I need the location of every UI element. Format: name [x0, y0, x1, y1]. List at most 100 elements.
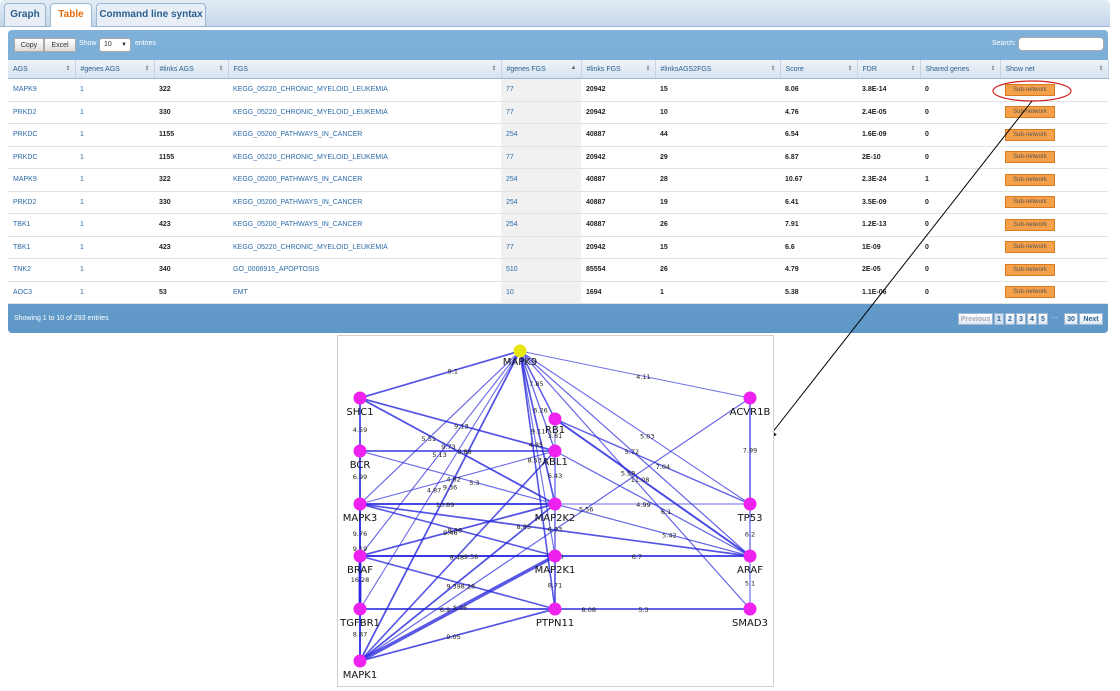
network-node[interactable] — [548, 497, 562, 511]
table-cell[interactable]: 1 — [75, 258, 154, 282]
column-header[interactable]: #links FGS⇕ — [581, 60, 656, 79]
sub-network-button[interactable]: Sub-network — [1005, 218, 1055, 231]
table-cell[interactable]: KEGG_05200_PATHWAYS_IN_CANCER — [228, 123, 501, 147]
network-edge[interactable] — [359, 350, 521, 557]
table-cell[interactable]: 1 — [75, 123, 154, 147]
sub-network-button[interactable]: Sub-network — [1005, 241, 1055, 254]
network-node[interactable] — [743, 391, 757, 405]
table-cell[interactable]: 77 — [501, 101, 581, 124]
table-cell[interactable]: KEGG_05200_PATHWAYS_IN_CANCER — [228, 191, 501, 214]
table-cell[interactable]: 1 — [75, 78, 154, 102]
tab-table[interactable]: Table — [50, 3, 92, 27]
network-node[interactable] — [353, 497, 367, 511]
page-1-button[interactable]: 1 — [994, 313, 1004, 325]
table-cell[interactable]: AOC3 — [8, 281, 75, 304]
network-edge[interactable] — [359, 350, 521, 610]
sub-network-button[interactable]: Sub-network — [1005, 151, 1055, 164]
table-cell[interactable]: 1 — [75, 101, 154, 124]
network-node[interactable] — [743, 602, 757, 616]
table-cell[interactable]: 254 — [501, 123, 581, 147]
table-cell[interactable]: TBK1 — [8, 236, 75, 259]
network-edge[interactable] — [359, 397, 556, 452]
network-edge[interactable] — [519, 350, 556, 452]
network-edge[interactable] — [519, 350, 556, 610]
table-cell[interactable]: TBK1 — [8, 213, 75, 237]
table-cell[interactable]: KEGG_05220_CHRONIC_MYELOID_LEUKEMIA — [228, 146, 501, 169]
table-cell[interactable]: GO_0006915_APOPTOSIS — [228, 258, 501, 282]
network-node[interactable] — [353, 391, 367, 405]
table-cell[interactable]: 77 — [501, 236, 581, 259]
column-header[interactable]: Show net⇕ — [1000, 60, 1109, 79]
page-30-button[interactable]: 30 — [1064, 313, 1078, 325]
sub-network-button[interactable]: Sub-network — [1005, 263, 1055, 276]
table-cell[interactable]: 1 — [75, 213, 154, 237]
network-node[interactable] — [353, 549, 367, 563]
table-cell[interactable]: PRKD2 — [8, 101, 75, 124]
network-edge[interactable] — [359, 608, 556, 662]
network-edge[interactable] — [519, 350, 556, 557]
page-2-button[interactable]: 2 — [1005, 313, 1015, 325]
column-header[interactable]: FDR⇕ — [857, 60, 921, 79]
table-cell[interactable]: KEGG_05200_PATHWAYS_IN_CANCER — [228, 168, 501, 192]
page-4-button[interactable]: 4 — [1027, 313, 1037, 325]
table-cell[interactable]: TNK2 — [8, 258, 75, 282]
table-cell[interactable]: PRKD2 — [8, 191, 75, 214]
previous-page-button[interactable]: Previous — [958, 313, 993, 325]
network-edge[interactable] — [359, 555, 556, 610]
network-node[interactable] — [353, 654, 367, 668]
column-header[interactable]: Score⇕ — [780, 60, 858, 79]
network-edge[interactable] — [359, 450, 556, 505]
column-header[interactable]: #genes AGS⇕ — [75, 60, 155, 79]
copy-button[interactable]: Copy — [14, 38, 44, 52]
table-cell[interactable]: MAPK9 — [8, 168, 75, 192]
network-node[interactable] — [353, 444, 367, 458]
network-node[interactable] — [548, 444, 562, 458]
network-edge[interactable] — [519, 350, 751, 505]
network-edge[interactable] — [359, 503, 556, 557]
table-cell[interactable]: 1 — [75, 236, 154, 259]
table-cell[interactable]: PRKDC — [8, 123, 75, 147]
table-cell[interactable]: MAPK9 — [8, 78, 75, 102]
network-edge[interactable] — [519, 350, 751, 399]
next-page-button[interactable]: Next — [1079, 313, 1103, 325]
sub-network-button[interactable]: Sub-network — [1005, 83, 1055, 96]
table-cell[interactable]: 254 — [501, 191, 581, 214]
sub-network-button[interactable]: Sub-network — [1005, 173, 1055, 186]
column-header[interactable]: #linksAGS2FGS⇕ — [655, 60, 781, 79]
network-node[interactable] — [548, 412, 562, 426]
table-cell[interactable]: KEGG_05220_CHRONIC_MYELOID_LEUKEMIA — [228, 101, 501, 124]
search-input[interactable] — [1018, 37, 1104, 51]
sub-network-button[interactable]: Sub-network — [1005, 286, 1055, 299]
network-node[interactable] — [513, 344, 527, 358]
table-cell[interactable]: 1 — [75, 281, 154, 304]
excel-button[interactable]: Excel — [44, 38, 76, 52]
table-cell[interactable]: 1 — [75, 191, 154, 214]
column-header[interactable]: FGS⇕ — [228, 60, 502, 79]
column-header[interactable]: #links AGS⇕ — [154, 60, 229, 79]
column-header[interactable]: #genes FGS▲ — [501, 60, 582, 79]
network-node[interactable] — [353, 602, 367, 616]
table-cell[interactable]: KEGG_05220_CHRONIC_MYELOID_LEUKEMIA — [228, 236, 501, 259]
network-edge[interactable] — [519, 350, 556, 505]
network-edge[interactable] — [359, 350, 521, 505]
page-3-button[interactable]: 3 — [1016, 313, 1026, 325]
table-cell[interactable]: PRKDC — [8, 146, 75, 169]
table-cell[interactable]: 77 — [501, 78, 581, 102]
tab-command-line-syntax[interactable]: Command line syntax — [96, 3, 206, 26]
sub-network-button[interactable]: Sub-network — [1005, 196, 1055, 209]
table-cell[interactable]: 77 — [501, 146, 581, 169]
table-cell[interactable]: KEGG_05220_CHRONIC_MYELOID_LEUKEMIA — [228, 78, 501, 102]
page-5-button[interactable]: 5 — [1038, 313, 1048, 325]
table-cell[interactable]: 10 — [501, 281, 581, 304]
network-edge[interactable] — [554, 418, 751, 557]
tab-graph[interactable]: Graph — [4, 3, 46, 26]
network-node[interactable] — [548, 602, 562, 616]
column-header[interactable]: Shared genes⇕ — [920, 60, 1001, 79]
network-edge[interactable] — [554, 503, 751, 557]
network-edge[interactable] — [519, 350, 751, 610]
table-cell[interactable]: 1 — [75, 146, 154, 169]
network-node[interactable] — [548, 549, 562, 563]
network-edge[interactable] — [519, 350, 556, 420]
column-header[interactable]: AGS⇕ — [8, 60, 76, 79]
